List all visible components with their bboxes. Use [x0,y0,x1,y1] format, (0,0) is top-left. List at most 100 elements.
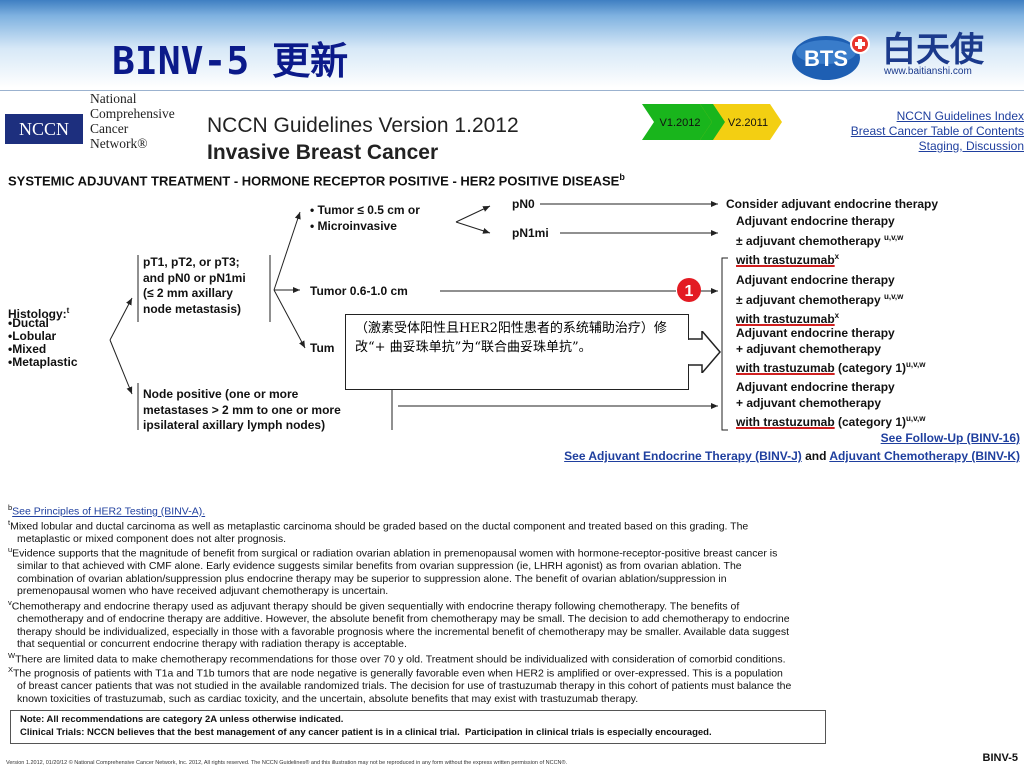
version-new-badge [642,104,725,140]
footnote-w-1: There are limited data to make chemother… [15,653,786,666]
rx2-line1: Adjuvant endocrine therapy [736,273,895,287]
change-marker-number: 1 [685,283,694,300]
link-endocrine-therapy[interactable]: See Adjuvant Endocrine Therapy (BINV-J) [564,449,802,463]
small-tumor-line1: • Tumor ≤ 0.5 cm or [310,203,420,217]
bts-logo-text: BTS [804,46,848,71]
footnote-u: uEvidence supports that the magnitude of… [8,544,777,598]
node-positive-line1: Node positive (one or more [143,387,299,401]
rx1-sup2: u,v,w [883,232,904,242]
pn1mi-label: pN1mi [512,226,549,240]
histology-types: •Ductal •Lobular •Mixed •Metaplastic [8,317,78,369]
node-negative-line2: and pN0 or pN1mi [143,270,246,285]
node-positive-group: Node positive (one or more metastases > … [143,387,341,434]
rx1-line1: Adjuvant endocrine therapy [736,214,895,228]
footnote-w-sup: W [8,651,16,660]
rx4-line2: + adjuvant chemotherapy [736,395,882,410]
rx2-sup2: u,v,w [883,291,904,301]
header-divider [0,90,1024,91]
footnote-x-sup: X [8,665,14,674]
node-negative-line1: pT1, pT2, or pT3; [143,255,240,269]
footnote-t-sup: t [8,518,11,527]
footnote-u-sup: u [8,545,13,554]
annotation-callout-text: （激素受体阳性且HER2阳性患者的系统辅助治疗）修改“+ 曲妥珠单抗”为“联合曲… [355,321,667,355]
see-therapy-links: See Adjuvant Endocrine Therapy (BINV-J) … [564,449,1020,464]
version-old-badge [700,104,782,140]
rx3-category: (category 1) [834,361,907,375]
section-title-text: SYSTEMIC ADJUVANT TREATMENT - HORMONE RE… [8,173,620,189]
copyright-footer: Version 1.2012, 01/20/12 © National Comp… [6,760,568,766]
footnote-b-sup: b [8,503,13,512]
histology-ductal: •Ductal [8,316,49,330]
section-title-sup: b [619,172,625,182]
version-badges: V1.2012 V2.2011 [642,104,782,140]
small-tumor-line2: • Microinvasive [310,219,397,233]
rx3-line2: + adjuvant chemotherapy [736,341,882,356]
footnote-w: WThere are limited data to make chemothe… [8,650,786,666]
histology-metaplastic: •Metaplastic [8,355,78,369]
version-new-label: V1.2012 [660,117,701,129]
footnote-v-3: therapy should be individualized, especi… [17,625,790,638]
histology-label-text: Histology: [8,307,67,321]
footnote-t-1: Mixed lobular and ductal carcinoma as we… [10,520,749,533]
footnote-t-2: metaplastic or mixed component does not … [17,533,287,545]
link-her2-testing[interactable]: See Principles of HER2 Testing (BINV-A). [12,505,206,518]
footnote-v: vChemotherapy and endocrine therapy used… [8,597,790,651]
rx4-sup3: u,v,w [906,414,926,423]
footnote-u-3: combination of ovarian ablation/suppress… [17,572,727,585]
bts-logo: BTS [792,34,870,80]
footnote-v-4: that sequential or concurrent endocrine … [17,638,407,650]
footnote-t: tMixed lobular and ductal carcinoma as w… [8,517,748,546]
rx1-line2: ± adjuvant chemotherapy u,v,w [736,230,903,250]
rx1-group: Adjuvant endocrine therapy ± adjuvant ch… [736,214,903,269]
footnote-u-2: similar to that achieved with CMF alone.… [17,560,742,572]
version-old-label: V2.2011 [728,117,768,129]
footnote-v-2: chemotherapy and of endocrine therapy ar… [17,613,790,625]
nccn-logo: NCCN [5,114,83,144]
node-negative-group: pT1, pT2, or pT3; and pN0 or pN1mi (≤ 2 … [143,255,246,317]
rx3-sup3: u,v,w [906,360,926,369]
tumor-mid-label: Tumor 0.6-1.0 cm [310,284,408,298]
guideline-title: NCCN Guidelines Version 1.2012 Invasive … [207,112,519,166]
footnote-v-sup: v [8,598,12,607]
section-title: SYSTEMIC ADJUVANT TREATMENT - HORMONE RE… [8,172,625,188]
nav-links: NCCN Guidelines Index Breast Cancer Tabl… [851,109,1024,154]
slide-title: BINV-5 更新 [112,39,349,83]
small-tumor-group: • Tumor ≤ 0.5 cm or • Microinvasive [310,202,420,234]
histology-mixed: •Mixed [8,342,47,356]
link-table-of-contents[interactable]: Breast Cancer Table of Contents [850,124,1024,138]
guideline-version-title: NCCN Guidelines Version 1.2012 [207,114,519,137]
rx4-group: Adjuvant endocrine therapy + adjuvant ch… [736,380,925,431]
change-marker: 1 [677,278,701,302]
link-follow-up[interactable]: See Follow-Up (BINV-16) [880,431,1020,445]
rx1-trastuzumab: with trastuzumab [736,253,835,267]
nccn-org-name: National Comprehensive Cancer Network® [90,91,175,151]
node-negative-line3: (≤ 2 mm axillary [143,286,233,300]
rx1-line2-text: ± adjuvant chemotherapy [736,233,881,248]
histology-lobular: •Lobular [8,329,57,343]
footnote-x-2: of breast cancer patients that was not s… [17,680,792,692]
node-positive-line3: ipsilateral axillary lymph nodes) [143,418,326,432]
pn0-label: pN0 [512,197,535,211]
rx1-sup3: x [834,252,840,261]
footnote-x: XThe prognosis of patients with T1a and … [8,664,791,705]
link-chemotherapy[interactable]: Adjuvant Chemotherapy (BINV-K) [829,449,1020,463]
footnote-b: bSee Principles of HER2 Testing (BINV-A)… [8,502,205,518]
tumor-large-label: Tum [310,341,335,355]
brand-name: 白天使 [882,30,984,70]
footnote-x-1: The prognosis of patients with T1a and T… [13,667,783,680]
link-guidelines-index[interactable]: NCCN Guidelines Index [896,109,1024,123]
brand-url: www.baitianshi.com [884,66,972,77]
flow-lines [109,201,728,431]
link-staging-discussion[interactable]: Staging, Discussion [918,139,1024,153]
footnote-x-3: known toxicities of trastuzumab, such as… [17,692,639,705]
rx2-line2-text: ± adjuvant chemotherapy [736,292,881,307]
consider-endocrine: Consider adjuvant endocrine therapy [726,197,939,211]
page-id: BINV-5 [982,752,1018,764]
rx4-category: (category 1) [834,415,907,429]
rx2-group: Adjuvant endocrine therapy ± adjuvant ch… [736,273,903,328]
rx3-trastuzumab: with trastuzumab [736,361,835,375]
footnote-u-1: Evidence supports that the magnitude of … [12,547,778,560]
see-and: and [801,449,830,463]
guideline-subtitle: Invasive Breast Cancer [207,141,439,164]
node-positive-line2: metastases > 2 mm to one or more [143,402,341,417]
